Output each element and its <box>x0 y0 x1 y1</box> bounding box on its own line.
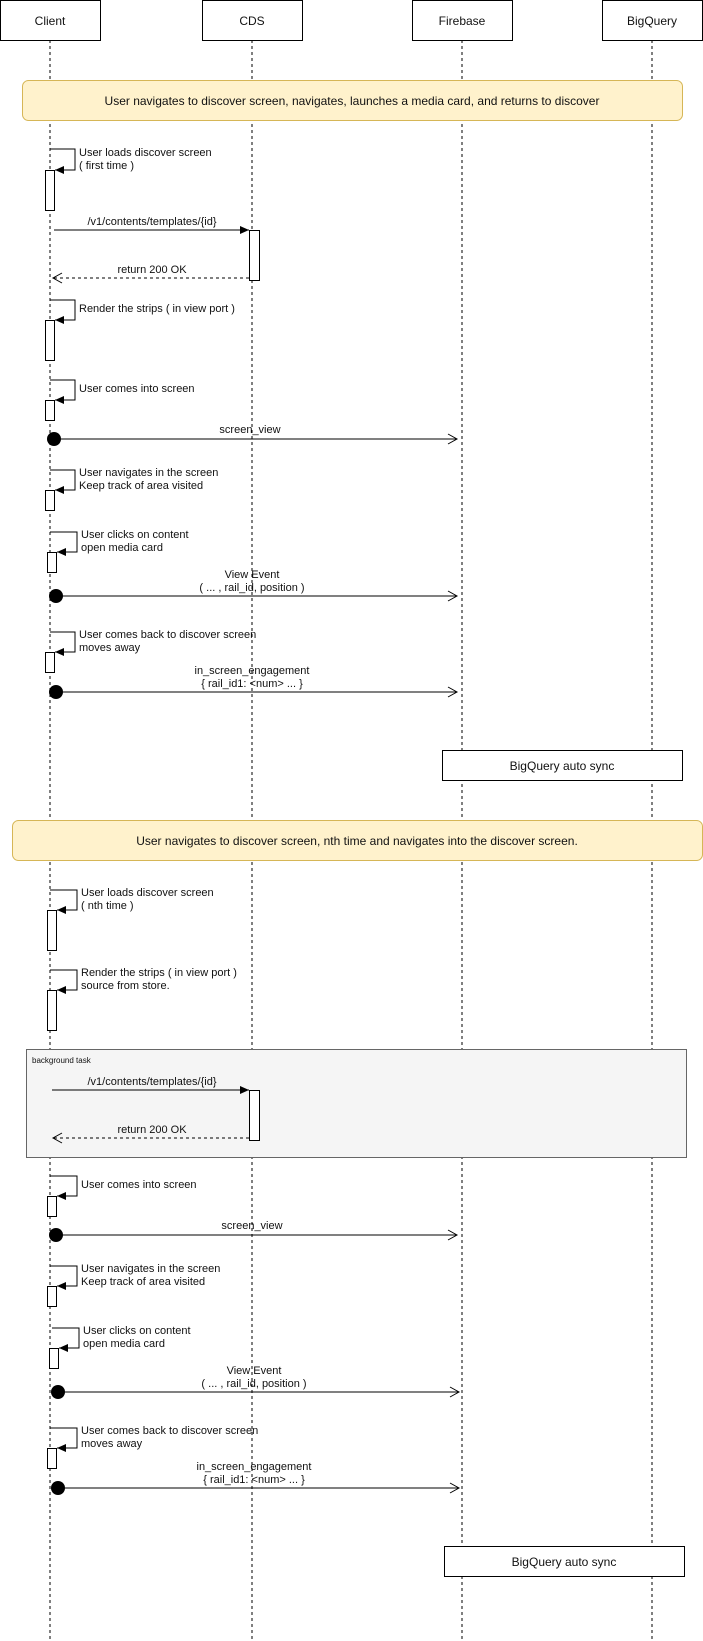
message-response-200-bg: return 200 OK <box>51 1124 249 1144</box>
self-message-comes-into-screen: User comes into screen <box>45 379 195 421</box>
message-view-event-2: View Event ( ... , rail_id, position ) <box>51 1365 461 1399</box>
self-message-label: User comes back to discover screen <box>79 629 256 641</box>
self-message-label: Keep track of area visited <box>79 480 203 492</box>
message-label: screen_view <box>221 1220 282 1232</box>
self-message-render-strips: Render the strips ( in view port ) <box>45 299 235 361</box>
activation-bar <box>45 490 55 511</box>
participant-bigquery: BigQuery <box>602 0 703 41</box>
self-message-label: User clicks on content <box>83 1325 191 1337</box>
activation-bar <box>47 552 57 573</box>
message-label: /v1/contents/templates/{id} <box>87 216 216 228</box>
self-message-comes-back-2: User comes back to discover screen moves… <box>47 1425 258 1469</box>
participant-bigquery-label: BigQuery <box>627 14 677 28</box>
self-message-label: User loads discover screen <box>79 147 212 159</box>
message-label: return 200 OK <box>117 1124 187 1136</box>
self-message-loads-first: User loads discover screen ( first time … <box>45 147 212 211</box>
note-nth-visit-text: User navigates to discover screen, nth t… <box>136 834 578 848</box>
self-message-render-from-store: Render the strips ( in view port ) sourc… <box>47 967 237 1031</box>
activation-bar <box>49 1348 59 1369</box>
self-message-label: moves away <box>81 1438 143 1450</box>
message-label: View Event <box>225 569 280 581</box>
message-screen-view: screen_view <box>47 424 459 446</box>
message-view-event: View Event ( ... , rail_id, position ) <box>49 569 459 603</box>
message-label: { rail_id1: <num> ... } <box>201 678 303 690</box>
self-message-label: User comes into screen <box>79 383 195 395</box>
self-message-navigates-2: User navigates in the screen Keep track … <box>47 1263 220 1307</box>
bigquery-auto-sync-label: BigQuery auto sync <box>510 759 615 773</box>
message-label: { rail_id1: <num> ... } <box>203 1474 305 1486</box>
self-message-label: User navigates in the screen <box>81 1263 220 1275</box>
self-message-clicks-content: User clicks on content open media card <box>47 529 189 573</box>
self-message-label: moves away <box>79 642 141 654</box>
participant-firebase: Firebase <box>412 0 513 41</box>
self-message-comes-back: User comes back to discover screen moves… <box>45 629 256 673</box>
background-task-frame: background task <box>26 1049 687 1158</box>
self-message-label: open media card <box>81 542 163 554</box>
self-message-clicks-content-2: User clicks on content open media card <box>49 1325 191 1369</box>
message-request-templates: /v1/contents/templates/{id} <box>54 216 260 281</box>
activation-bar <box>47 990 57 1031</box>
participant-client: Client <box>0 0 101 41</box>
self-message-label: open media card <box>83 1338 165 1350</box>
message-label: /v1/contents/templates/{id} <box>87 1076 216 1088</box>
activation-bar <box>45 400 55 421</box>
self-message-comes-into-screen-2: User comes into screen <box>47 1175 197 1217</box>
message-screen-view-2: screen_view <box>49 1220 459 1242</box>
self-message-label: User comes back to discover screen <box>81 1425 258 1437</box>
message-in-screen-engagement-2: in_screen_engagement { rail_id1: <num> .… <box>51 1461 461 1495</box>
activation-bar <box>47 1196 57 1217</box>
message-response-200: return 200 OK <box>51 264 249 284</box>
self-message-label: User loads discover screen <box>81 887 214 899</box>
bigquery-auto-sync-box-2: BigQuery auto sync <box>444 1546 685 1577</box>
self-message-label: User clicks on content <box>81 529 189 541</box>
self-message-label: source from store. <box>81 980 170 992</box>
bigquery-auto-sync-label: BigQuery auto sync <box>512 1555 617 1569</box>
self-message-label: User navigates in the screen <box>79 467 218 479</box>
activation-bar <box>45 652 55 673</box>
self-message-label: Keep track of area visited <box>81 1276 205 1288</box>
message-label: in_screen_engagement <box>195 665 310 677</box>
message-label: ( ... , rail_id, position ) <box>199 582 304 594</box>
self-message-label: Render the strips ( in view port ) <box>81 967 237 979</box>
activation-bar <box>45 320 55 361</box>
message-in-screen-engagement: in_screen_engagement { rail_id1: <num> .… <box>49 665 459 699</box>
self-message-label: ( nth time ) <box>81 900 134 912</box>
self-message-label: Render the strips ( in view port ) <box>79 303 235 315</box>
activation-bar <box>47 910 57 951</box>
message-label: View Event <box>227 1365 282 1377</box>
note-first-visit: User navigates to discover screen, navig… <box>22 80 683 121</box>
note-nth-visit: User navigates to discover screen, nth t… <box>12 820 703 861</box>
activation-bar <box>249 230 260 281</box>
note-first-visit-text: User navigates to discover screen, navig… <box>105 94 600 108</box>
activation-bar <box>45 170 55 211</box>
self-message-navigates: User navigates in the screen Keep track … <box>45 467 218 511</box>
activation-bar <box>47 1448 57 1469</box>
self-message-loads-nth: User loads discover screen ( nth time ) <box>47 887 214 951</box>
self-message-label: ( first time ) <box>79 160 134 172</box>
message-label: in_screen_engagement <box>197 1461 312 1473</box>
activation-bar <box>249 1090 260 1141</box>
self-message-label: User comes into screen <box>81 1179 197 1191</box>
message-label: ( ... , rail_id, position ) <box>201 1378 306 1390</box>
participant-client-label: Client <box>35 14 66 28</box>
participant-firebase-label: Firebase <box>439 14 486 28</box>
message-label: return 200 OK <box>117 264 187 276</box>
background-task-label: background task <box>32 1056 92 1065</box>
message-label: screen_view <box>219 424 280 436</box>
bigquery-auto-sync-box: BigQuery auto sync <box>442 750 683 781</box>
message-request-templates-bg: /v1/contents/templates/{id} <box>52 1076 260 1141</box>
participant-cds: CDS <box>202 0 303 41</box>
activation-bar <box>47 1286 57 1307</box>
participant-cds-label: CDS <box>239 14 264 28</box>
